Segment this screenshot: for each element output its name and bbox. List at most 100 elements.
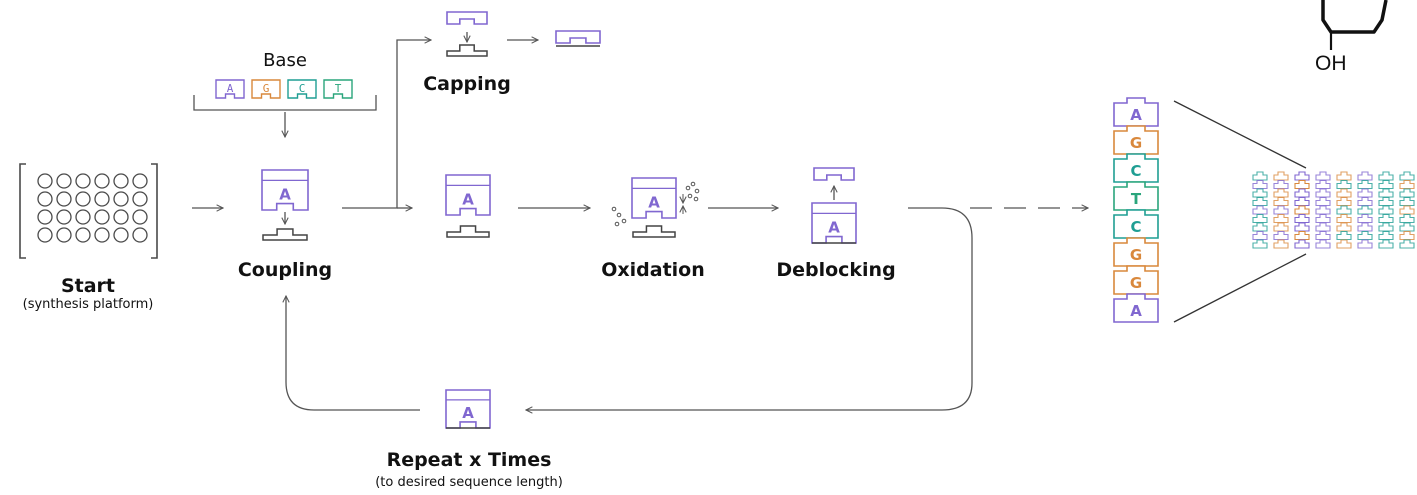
pool-strand bbox=[1252, 171, 1268, 249]
pool-unit bbox=[1273, 230, 1289, 241]
pool-unit bbox=[1252, 205, 1268, 215]
capping-support-icon bbox=[446, 44, 488, 57]
pool-unit bbox=[1273, 239, 1289, 249]
well bbox=[132, 173, 148, 189]
pool-unit bbox=[1273, 188, 1289, 198]
pool-unit bbox=[1336, 188, 1352, 198]
oxidizer-particle bbox=[685, 185, 691, 191]
capping-cap-icon bbox=[446, 11, 488, 25]
pool-unit bbox=[1315, 188, 1331, 198]
base-tile-t bbox=[323, 79, 353, 99]
pool-unit bbox=[1399, 196, 1415, 207]
pool-unit bbox=[1252, 230, 1268, 241]
base-tile-letter: T bbox=[335, 82, 342, 95]
zoom-line-bottom bbox=[1173, 253, 1307, 323]
pool-unit bbox=[1315, 222, 1331, 232]
pool-unit bbox=[1315, 230, 1331, 241]
pool-unit bbox=[1252, 179, 1268, 190]
pool-unit bbox=[1336, 239, 1352, 249]
well bbox=[56, 191, 72, 207]
well bbox=[56, 227, 72, 243]
well bbox=[94, 209, 110, 225]
pool-unit bbox=[1252, 171, 1268, 181]
repeat-nucleotide-icon: A bbox=[445, 389, 491, 429]
well bbox=[37, 191, 53, 207]
pool-strand bbox=[1357, 171, 1373, 249]
pool-unit bbox=[1399, 213, 1415, 224]
well bbox=[113, 191, 129, 207]
base-bracket bbox=[193, 95, 377, 111]
oxidizer-particle bbox=[621, 218, 627, 224]
cap-piece bbox=[555, 30, 601, 44]
base-tile-a bbox=[215, 79, 245, 99]
pool-unit bbox=[1315, 196, 1331, 207]
deblocking-label: Deblocking bbox=[776, 259, 895, 281]
base-tile-g bbox=[251, 79, 281, 99]
pool-unit bbox=[1273, 205, 1289, 215]
pool-unit bbox=[1294, 222, 1310, 232]
base-tile-c bbox=[287, 79, 317, 99]
coupling-label: Coupling bbox=[238, 259, 332, 281]
cap-piece bbox=[446, 11, 488, 25]
pool-strand bbox=[1294, 171, 1310, 249]
pool-unit bbox=[1336, 196, 1352, 207]
well bbox=[94, 227, 110, 243]
cap-piece bbox=[813, 167, 855, 181]
pool-unit bbox=[1357, 230, 1373, 241]
pool-unit bbox=[1294, 188, 1310, 198]
pool-unit bbox=[1357, 213, 1373, 224]
pool-unit bbox=[1315, 171, 1331, 181]
well bbox=[37, 173, 53, 189]
hydroxyl-label: OH bbox=[1315, 52, 1347, 75]
well bbox=[132, 191, 148, 207]
base-tile-letter: G bbox=[263, 82, 270, 95]
strand-letter: C bbox=[1130, 218, 1141, 236]
pool-unit bbox=[1378, 196, 1394, 207]
pool-unit bbox=[1399, 171, 1415, 181]
pool-unit bbox=[1399, 188, 1415, 198]
pool-unit bbox=[1378, 213, 1394, 224]
well bbox=[75, 191, 91, 207]
oxidizer-particle bbox=[614, 221, 620, 227]
pool-unit bbox=[1399, 239, 1415, 249]
pool-unit bbox=[1273, 222, 1289, 232]
solid-support bbox=[446, 44, 488, 57]
oxidizer-particle bbox=[616, 212, 622, 218]
strand-letter: G bbox=[1130, 246, 1142, 264]
pool-unit bbox=[1336, 171, 1352, 181]
synthesis-platform-icon bbox=[19, 163, 158, 259]
well bbox=[94, 173, 110, 189]
pool-unit bbox=[1378, 205, 1394, 215]
oligo-pool bbox=[1252, 171, 1415, 249]
pool-unit bbox=[1273, 179, 1289, 190]
solid-support bbox=[632, 225, 676, 238]
deblocking-group-icon bbox=[813, 167, 855, 181]
well bbox=[56, 209, 72, 225]
oxidizer-particle bbox=[611, 206, 617, 212]
coupling-support-icon bbox=[262, 228, 308, 241]
coupled-support-icon bbox=[446, 225, 490, 238]
strand-letter: G bbox=[1130, 274, 1142, 292]
pool-unit bbox=[1252, 196, 1268, 207]
capped-result-icon bbox=[555, 30, 601, 47]
pool-unit bbox=[1252, 239, 1268, 249]
well bbox=[94, 191, 110, 207]
strand-letter: A bbox=[1130, 106, 1142, 124]
oxidation-support-icon bbox=[632, 225, 676, 238]
well bbox=[75, 227, 91, 243]
strand-letter: T bbox=[1131, 190, 1142, 208]
pool-unit bbox=[1336, 205, 1352, 215]
pool-unit bbox=[1252, 213, 1268, 224]
pool-unit bbox=[1399, 230, 1415, 241]
pool-unit bbox=[1357, 179, 1373, 190]
base-letter: A bbox=[828, 219, 840, 237]
pool-strand bbox=[1399, 171, 1415, 249]
well bbox=[56, 173, 72, 189]
sugar-ring-fragment bbox=[1321, 0, 1388, 34]
zoom-line-top bbox=[1173, 100, 1307, 169]
start-label: Start bbox=[61, 275, 115, 297]
pool-strand bbox=[1336, 171, 1352, 249]
arrow-repeat-to-coupling bbox=[286, 296, 420, 411]
